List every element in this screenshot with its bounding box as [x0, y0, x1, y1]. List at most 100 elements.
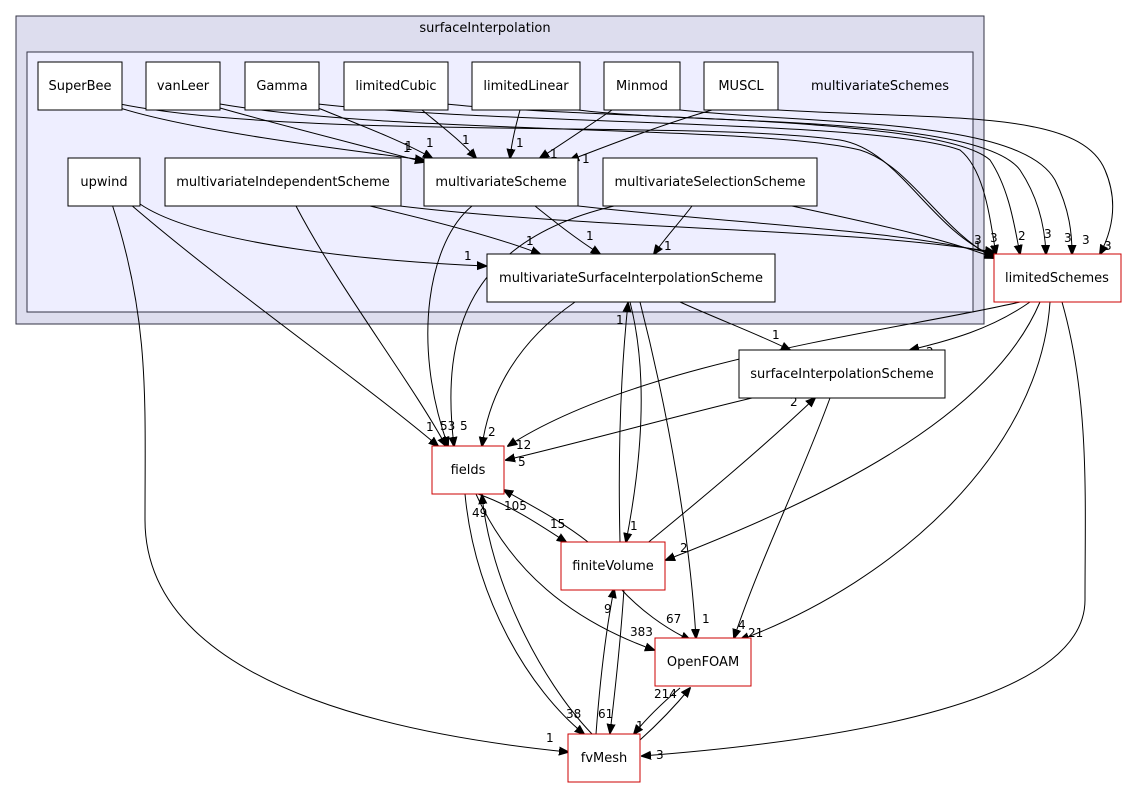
label-limitedlinear-mvscheme: 1 [516, 136, 524, 150]
node-mv-selection-label: multivariateSelectionScheme [614, 175, 805, 190]
node-muscl-label: MUSCL [718, 79, 764, 94]
edge-gamma-mvscheme [317, 107, 432, 158]
label-fv-fvmesh: 61 [598, 707, 613, 721]
edge-limitedcubic-mvscheme [421, 109, 476, 158]
label-fields-fv: 15 [550, 517, 565, 531]
edge-fvmesh-openfoam [639, 688, 690, 741]
node-limitedlinear[interactable]: limitedLinear [471, 61, 581, 111]
node-fvmesh[interactable]: fvMesh [567, 733, 641, 783]
label-fields-5b: 5 [518, 455, 526, 469]
label-gamma-mvscheme: 1 [426, 136, 434, 150]
node-fields[interactable]: fields [431, 445, 505, 495]
label-of-fvmesh: 1 [636, 719, 644, 733]
label-ls-3d: 3 [1082, 233, 1090, 247]
label-upwind-fvmesh: 1 [546, 731, 554, 745]
edge-upwind-fvmesh [111, 203, 568, 752]
edge-vanleer-limitedschemes [219, 103, 994, 258]
edge-finitevolume-fvmesh [610, 588, 625, 733]
node-openfoam-label: OpenFOAM [667, 655, 739, 670]
inner-cluster-title: multivariateSchemes [811, 79, 949, 94]
edge-finitevolume-fields [504, 490, 589, 543]
node-limitedschemes[interactable]: limitedSchemes [993, 253, 1122, 303]
label-upwind-mvsurface: 1 [464, 249, 472, 263]
label-ls-fvmesh: 3 [656, 748, 664, 762]
edge-minmod-mvscheme [540, 109, 613, 158]
edge-fvmesh-finitevolume [595, 589, 614, 735]
label-mvselection-mvsurface: 1 [664, 239, 672, 253]
node-superbee-label: SuperBee [48, 79, 111, 94]
edge-upwind-fields [129, 203, 438, 446]
node-limitedcubic-label: limitedCubic [355, 79, 436, 94]
label-mvscheme-mvsurface: 1 [586, 229, 594, 243]
node-mv-scheme[interactable]: multivariateScheme [423, 157, 579, 207]
node-minmod[interactable]: Minmod [603, 61, 681, 111]
node-mv-independent-label: multivariateIndependentScheme [176, 175, 390, 190]
label-fields-12: 12 [516, 438, 531, 452]
edge-limitedschemes-fvmesh [642, 301, 1086, 756]
node-finitevolume[interactable]: finiteVolume [560, 541, 666, 591]
label-ls-of: 21 [748, 626, 763, 640]
node-mv-selection[interactable]: multivariateSelectionScheme [602, 157, 818, 207]
edge-superbee-limitedschemes [119, 103, 994, 256]
edge-vanleer-mvscheme [219, 107, 424, 162]
label-ls-2: 2 [1018, 229, 1026, 243]
node-mv-surface[interactable]: multivariateSurfaceInterpolationScheme [486, 253, 776, 303]
label-fv-mvsurface: 1 [616, 313, 624, 327]
label-mvsurface-of: 1 [702, 612, 710, 626]
label-limitedcubic-mvscheme: 1 [462, 133, 470, 147]
edge-mvscheme-limitedschemes [577, 205, 994, 254]
edge-superbee-mvscheme [119, 107, 424, 160]
label-fields-fvmesh: 38 [566, 707, 581, 721]
label-fv-sis: 2 [790, 395, 798, 409]
node-mv-independent[interactable]: multivariateIndependentScheme [164, 157, 402, 207]
edge-fields-fvmesh [464, 493, 584, 734]
label-ls-3c: 3 [1064, 231, 1072, 245]
node-openfoam[interactable]: OpenFOAM [654, 637, 752, 687]
edge-muscl-mvscheme [570, 109, 713, 160]
edge-mvsurface-openfoam [639, 301, 696, 638]
edge-limitedschemes-sis [910, 301, 1031, 350]
edge-mvsurface-sis [679, 301, 790, 350]
node-superbee[interactable]: SuperBee [37, 61, 123, 111]
label-superbee-mvscheme: 1 [403, 141, 411, 155]
edge-limitedcubic-limitedschemes [445, 103, 1020, 254]
label-fvmesh-of: 214 [654, 687, 677, 701]
label-muscl-mvscheme: 1 [582, 152, 590, 166]
node-muscl[interactable]: MUSCL [703, 61, 779, 111]
node-fvmesh-label: fvMesh [581, 751, 628, 766]
edge-mvindependent-mvsurface [369, 205, 540, 254]
edge-finitevolume-openfoam [619, 587, 690, 640]
edge-mvscheme-mvsurface [534, 205, 600, 254]
node-upwind-label: upwind [80, 175, 127, 190]
label-sis-of: 4 [738, 618, 746, 632]
edge-sis-openfoam [734, 397, 831, 638]
node-gamma[interactable]: Gamma [244, 61, 320, 111]
label-minmod-mvscheme: 1 [550, 147, 558, 161]
edge-gamma-limitedschemes [317, 103, 996, 254]
label-fields-49: 49 [472, 506, 487, 520]
edge-fields-openfoam [475, 493, 654, 650]
edge-finitevolume-mvsurface [618, 303, 628, 543]
node-limitedcubic[interactable]: limitedCubic [343, 61, 449, 111]
node-mv-surface-label: multivariateSurfaceInterpolationScheme [499, 271, 763, 286]
edge-minmod-limitedschemes [679, 109, 1072, 254]
label-ls-3a: 3 [990, 231, 998, 245]
label-fields-2: 2 [488, 425, 496, 439]
edge-mvselection-limitedschemes [791, 205, 994, 258]
node-finitevolume-label: finiteVolume [572, 559, 654, 574]
label-upwind-fields: 1 [426, 420, 434, 434]
edge-mvsurface-fields [482, 301, 576, 446]
label-ls-3e: 3 [1104, 239, 1112, 253]
label-ls-stack-b: 1 [974, 239, 982, 253]
node-surface-scheme[interactable]: surfaceInterpolationScheme [738, 349, 946, 399]
label-fields-5a: 5 [460, 419, 468, 433]
node-vanleer-label: vanLeer [157, 79, 210, 94]
node-vanleer[interactable]: vanLeer [145, 61, 221, 111]
node-minmod-label: Minmod [616, 79, 668, 94]
node-upwind[interactable]: upwind [67, 157, 141, 207]
label-fields-105: 105 [504, 499, 527, 513]
label-mvsurface-fv: 1 [630, 519, 638, 533]
node-gamma-label: Gamma [256, 79, 307, 94]
edge-mvindependent-limitedschemes [399, 205, 994, 252]
